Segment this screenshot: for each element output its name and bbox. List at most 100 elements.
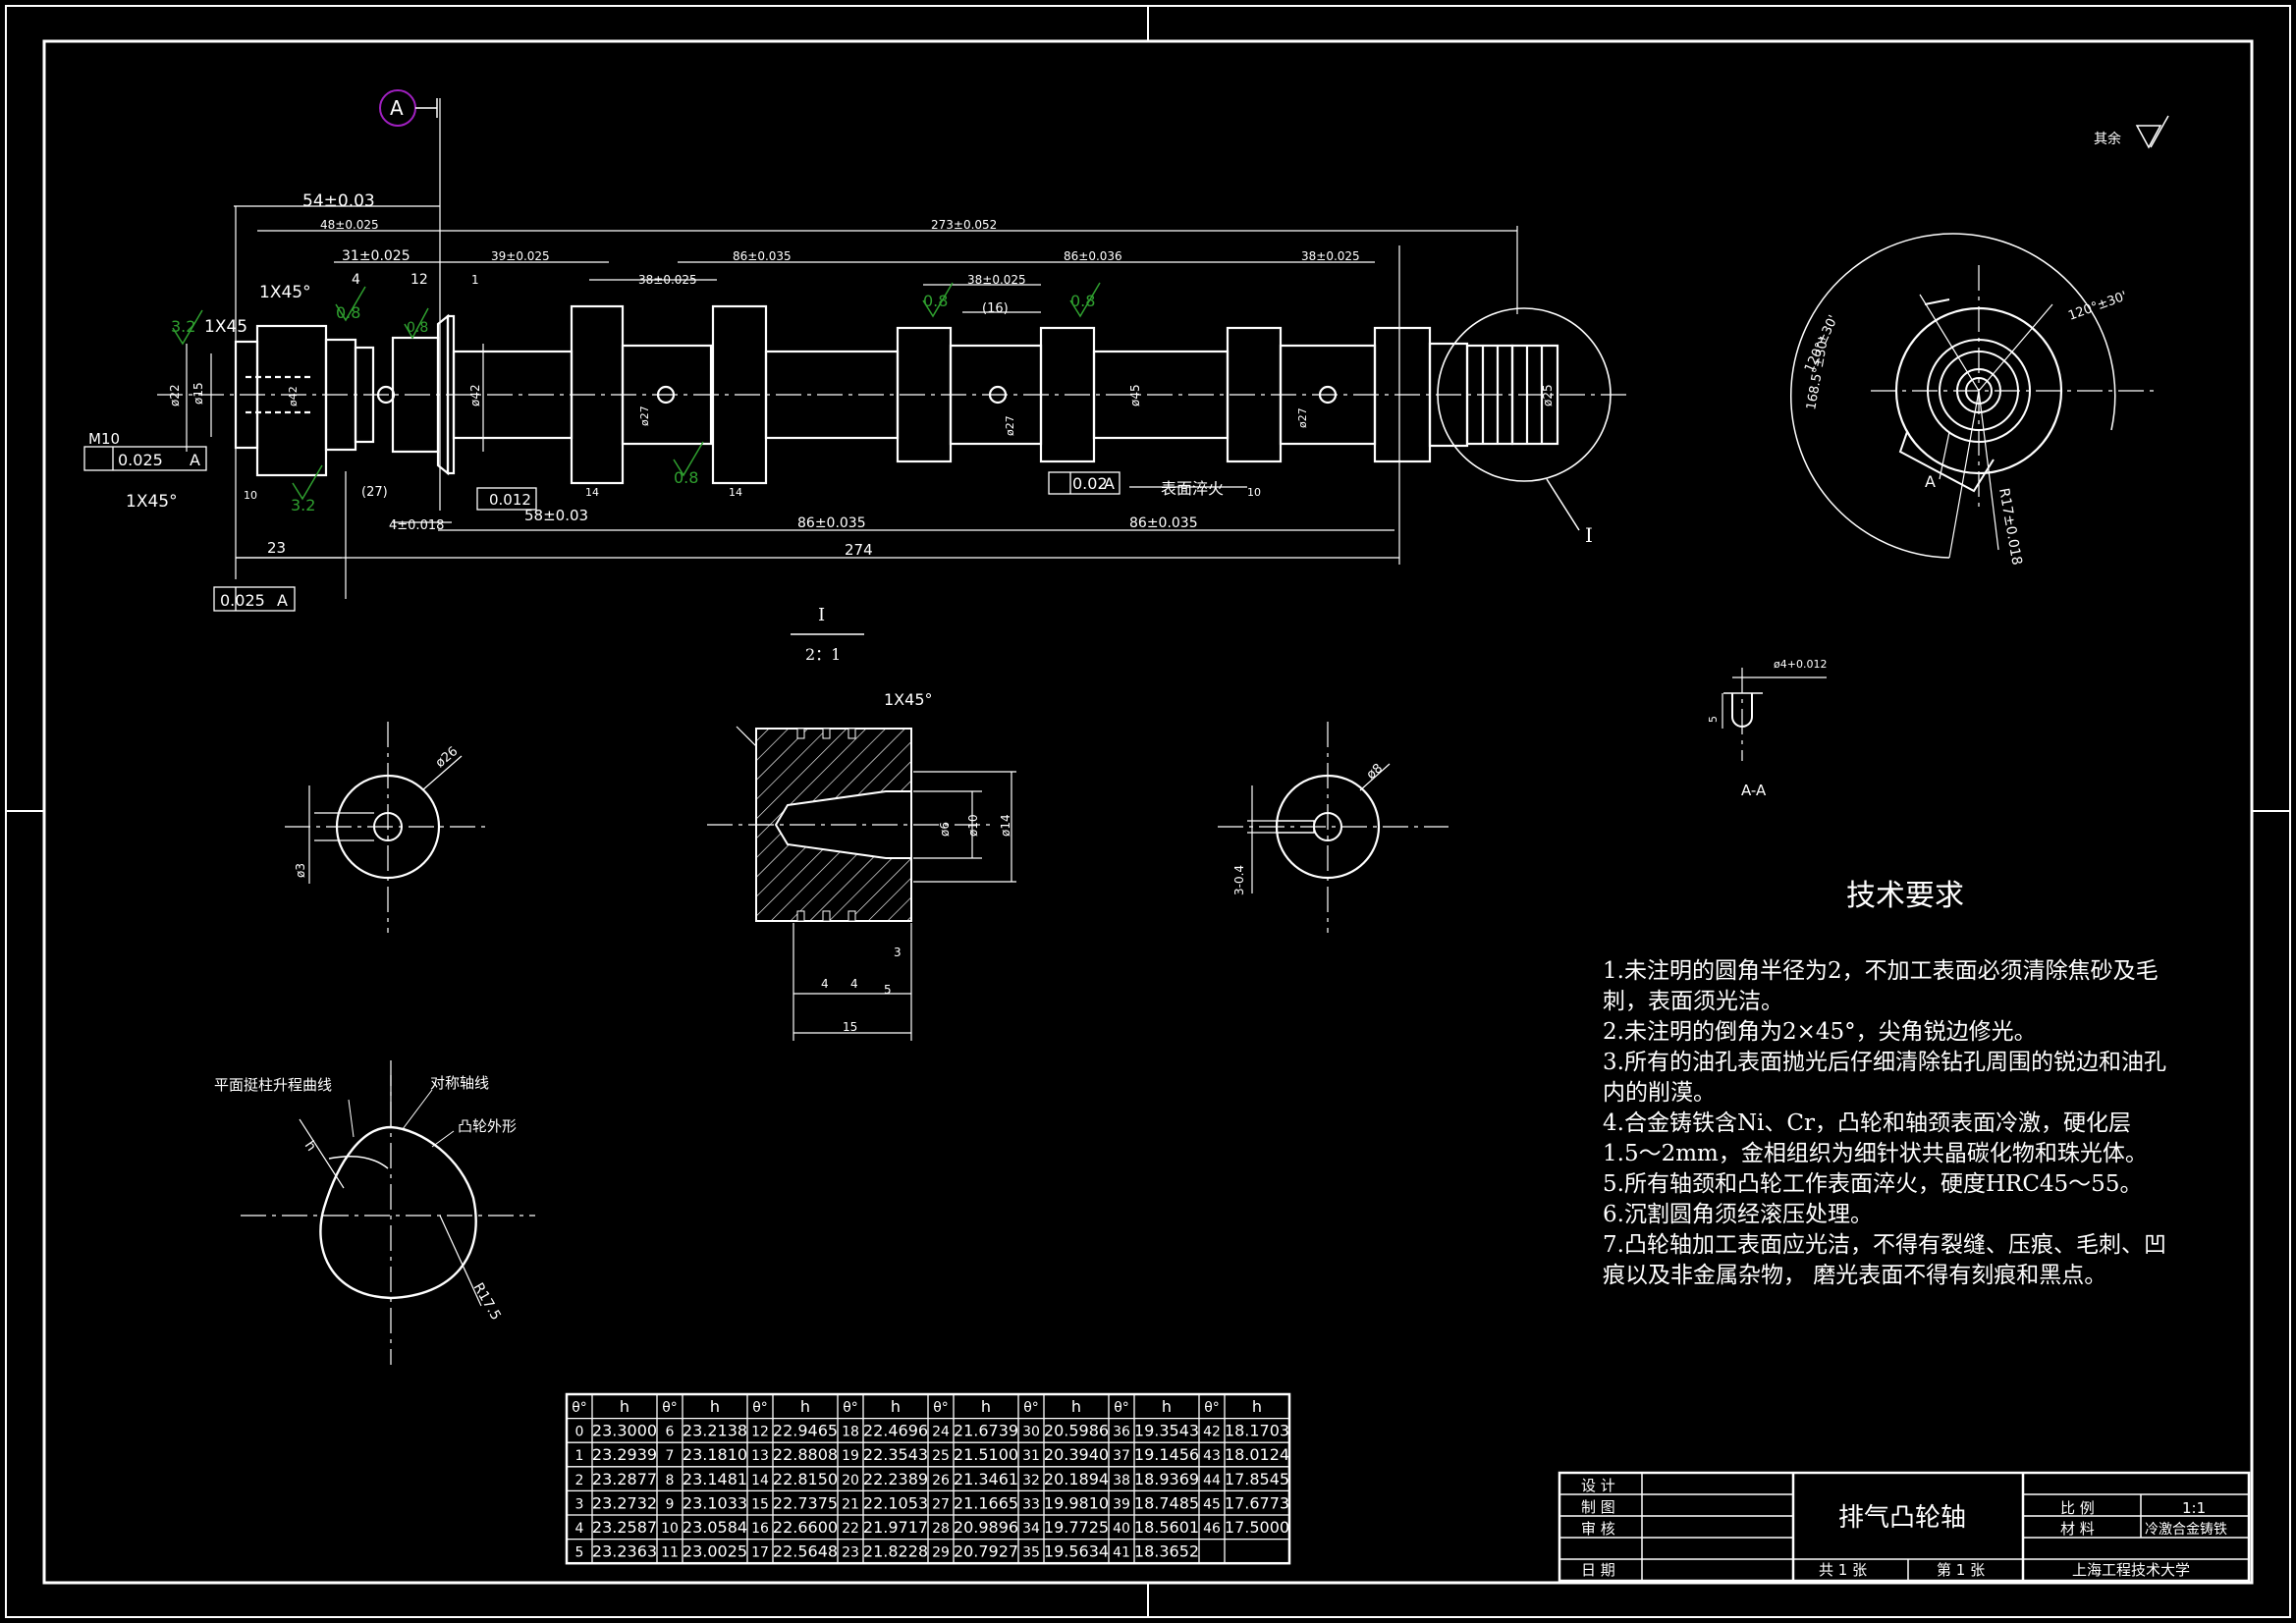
table-cell: 7 <box>666 1448 675 1464</box>
table-cell: 18.5601 <box>1134 1518 1199 1537</box>
dia-22: ø22 <box>168 384 182 406</box>
title-design-label: 设 计 <box>1581 1477 1615 1494</box>
table-cell: 43 <box>1203 1448 1221 1464</box>
cam-profile-view: 平面挺柱升程曲线 对称轴线 凸轮外形 h R17.5 <box>214 1060 535 1365</box>
table-header-cell: θ° <box>752 1400 768 1416</box>
table-cell: 16 <box>751 1521 769 1537</box>
table-cell: 17 <box>751 1545 769 1561</box>
table-cell: 33 <box>1022 1496 1040 1512</box>
table-cell: 14 <box>751 1473 769 1488</box>
table-cell: 23.2939 <box>592 1445 657 1464</box>
tolerance-4: 0.02 <box>1072 474 1108 493</box>
tech-line: 1.未注明的圆角半径为2，不加工表面必须清除焦砂及毛 <box>1603 958 2159 984</box>
sheet-count: 共 1 张 <box>1819 1561 1867 1579</box>
table-cell: 21.3461 <box>954 1470 1018 1488</box>
table-cell: 18.0124 <box>1225 1445 1289 1464</box>
aa-label: A-A <box>1741 782 1767 799</box>
table-cell: 42 <box>1203 1425 1221 1440</box>
chamfer-1: 1X45° <box>259 283 311 302</box>
detail-callout-I: I <box>1585 523 1593 547</box>
detail-w4a: 4 <box>821 977 829 991</box>
table-cell: 35 <box>1022 1545 1040 1561</box>
dim-31: 31±0.025 <box>342 248 410 264</box>
table-header-cell: θ° <box>662 1400 678 1416</box>
cam-h-label: h <box>301 1138 319 1154</box>
table-cell: 21.8228 <box>863 1542 928 1561</box>
table-cell: 0 <box>575 1425 584 1440</box>
material-label: 材 料 <box>2060 1520 2095 1538</box>
detail-w15: 15 <box>843 1020 857 1034</box>
table-cell: 20 <box>842 1473 859 1488</box>
table-cell: 23.0584 <box>683 1518 747 1537</box>
dim-4: 4 <box>352 272 360 288</box>
table-cell: 36 <box>1113 1425 1130 1440</box>
table-cell: 22.1053 <box>863 1493 928 1512</box>
end-view: 168.5°±30' 120°±30' 120°±30' R17±0.018 A… <box>1789 115 2169 567</box>
tech-line: 2.未注明的倒角为2×45°，尖角锐边修光。 <box>1603 1019 2037 1045</box>
roughness-0-8c: 0.8 <box>923 292 948 310</box>
tech-line: 刺，表面须光洁。 <box>1603 989 1783 1014</box>
dim-4-018: 4±0.018 <box>389 518 444 533</box>
detail-dia-14: ø14 <box>999 814 1012 837</box>
dim-23: 23 <box>267 539 286 557</box>
table-cell: 22.7375 <box>773 1493 838 1512</box>
table-cell: 19.1456 <box>1134 1445 1199 1464</box>
detail-chamfer: 1X45° <box>884 690 933 709</box>
section-A-A: ø4+0.012 5 A-A <box>1707 658 1827 799</box>
roughness-3-2b: 3.2 <box>291 496 315 514</box>
table-cell: 3 <box>575 1496 584 1512</box>
table-cell: 17.5000 <box>1225 1518 1289 1537</box>
drawing-frame <box>5 5 2291 1618</box>
table-cell: 22.9465 <box>773 1422 838 1440</box>
tolerance-2: 0.025 <box>220 591 265 610</box>
table-cell: 21 <box>842 1496 859 1512</box>
table-cell: 17.6773 <box>1225 1493 1289 1512</box>
detail-w5: 5 <box>884 983 892 997</box>
table-header-cell: h <box>1071 1397 1081 1416</box>
table-cell: 32 <box>1022 1473 1040 1488</box>
chamfer-3: 1X45° <box>126 492 178 512</box>
table-cell: 21.6739 <box>954 1422 1018 1440</box>
detail-dia-10: ø10 <box>966 814 980 837</box>
endview-angle-120b: 120°±30' <box>2066 289 2129 323</box>
table-cell: 46 <box>1203 1521 1221 1537</box>
section-dia-8: ø8 <box>1364 761 1386 783</box>
detail-scale: 2：1 <box>805 645 841 664</box>
table-cell: 24 <box>932 1425 950 1440</box>
table-cell: 4 <box>575 1521 584 1537</box>
tolerance-1-datum: A <box>190 451 200 469</box>
table-cell: 18.3652 <box>1134 1542 1199 1561</box>
dim-54: 54±0.03 <box>302 191 375 211</box>
table-cell: 25 <box>932 1448 950 1464</box>
organization: 上海工程技术大学 <box>2072 1561 2190 1579</box>
detail-dia-6: ø6 <box>938 822 952 837</box>
table-cell: 19.7725 <box>1044 1518 1109 1537</box>
table-cell: 44 <box>1203 1473 1221 1488</box>
detail-title: I <box>818 605 825 625</box>
table-cell: 1 <box>575 1448 584 1464</box>
title-review-label: 审 核 <box>1581 1520 1615 1538</box>
table-header-cell: h <box>800 1397 810 1416</box>
table-cell: 2 <box>575 1473 584 1488</box>
table-cell: 22.8150 <box>773 1470 838 1488</box>
table-cell: 20.1894 <box>1044 1470 1109 1488</box>
table-cell: 40 <box>1113 1521 1130 1537</box>
table-cell: 11 <box>661 1545 679 1561</box>
table-cell: 23.1481 <box>683 1470 747 1488</box>
tolerance-2-datum: A <box>277 591 288 610</box>
dim-58: 58±0.03 <box>524 507 588 524</box>
chamfer-2: 1X45 <box>204 317 247 337</box>
dim-1: 1 <box>471 273 479 287</box>
table-cell: 27 <box>932 1496 950 1512</box>
roughness-3-2a: 3.2 <box>171 317 195 336</box>
material-value: 冷激合金铸铁 <box>2145 1521 2227 1538</box>
dim-273: 273±0.052 <box>931 218 997 232</box>
table-cell: 26 <box>932 1473 950 1488</box>
dim-86a: 86±0.035 <box>733 249 792 263</box>
table-cell: 19.5634 <box>1044 1542 1109 1561</box>
table-cell: 18.1703 <box>1225 1422 1289 1440</box>
technical-requirements: 技术要求 1.未注明的圆角半径为2，不加工表面必须清除焦砂及毛 刺，表面须光洁。… <box>1603 879 2166 1288</box>
table-cell: 20.3940 <box>1044 1445 1109 1464</box>
table-cell: 13 <box>751 1448 769 1464</box>
dim-86b: 86±0.036 <box>1064 249 1122 263</box>
